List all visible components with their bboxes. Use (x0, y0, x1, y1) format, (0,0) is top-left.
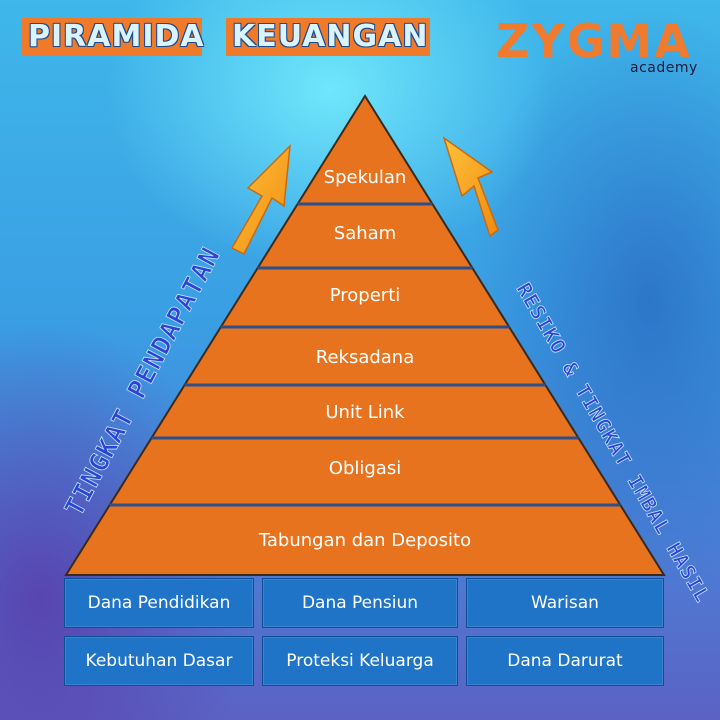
brand-logo: ZYGMA (496, 14, 692, 68)
title-part-1: PIRAMIDA (22, 18, 204, 56)
foundation-cell-proteksi-keluarga: Proteksi Keluarga (262, 636, 458, 686)
pyramid-layer-label: Properti (330, 285, 401, 306)
pyramid-shape (64, 94, 666, 576)
up-arrow-right-icon (442, 136, 499, 238)
pyramid-layer-label: Saham (334, 223, 396, 244)
foundation-grid: Dana Pendidikan Dana Pensiun Warisan Keb… (64, 578, 666, 686)
pyramid-layer-label: Unit Link (325, 402, 405, 423)
brand-subtitle: academy (630, 60, 698, 76)
pyramid-layer-label: Tabungan dan Deposito (258, 530, 471, 551)
layer-dividers (109, 202, 621, 507)
foundation-cell-dana-pensiun: Dana Pensiun (262, 578, 458, 628)
foundation-cell-warisan: Warisan (466, 578, 664, 628)
foundation-cell-kebutuhan-dasar: Kebutuhan Dasar (64, 636, 254, 686)
pyramid-layer-label: Reksadana (316, 347, 415, 368)
title-part-2: KEUANGAN (226, 18, 430, 56)
up-arrow-left-icon (230, 143, 291, 256)
pyramid-layer-label: Obligasi (329, 458, 401, 479)
pyramid-layer-label: Spekulan (324, 167, 407, 188)
foundation-cell-dana-pendidikan: Dana Pendidikan (64, 578, 254, 628)
foundation-cell-dana-darurat: Dana Darurat (466, 636, 664, 686)
